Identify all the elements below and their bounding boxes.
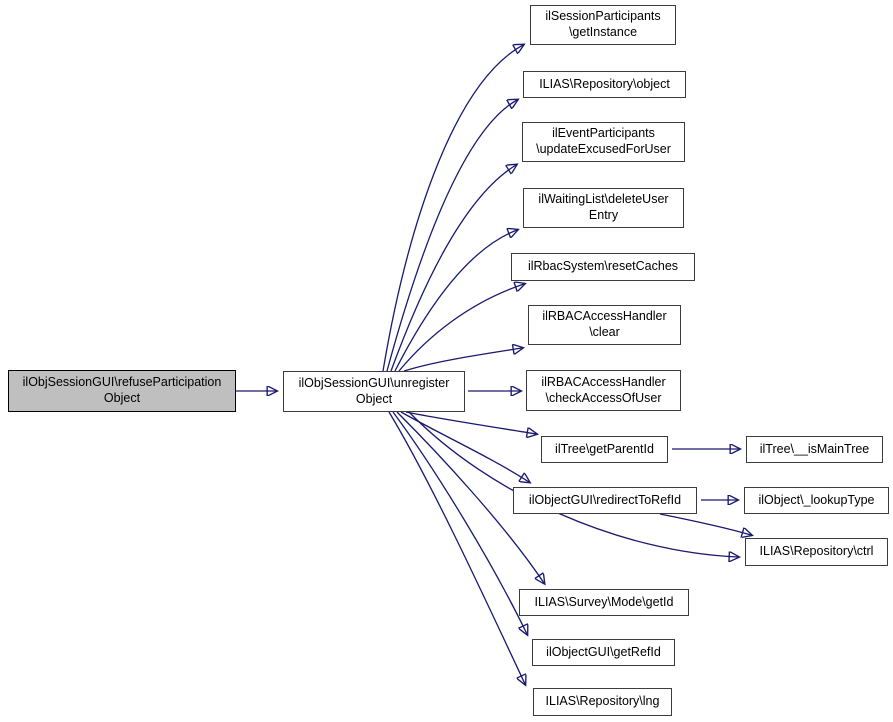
edge-unregister-to-getinstance: [382, 45, 523, 372]
edge-unregister-to-getparentid: [405, 411, 536, 434]
node-tree-getparentid[interactable]: ilTree\getParentId: [541, 436, 668, 463]
node-tree-ismaintree[interactable]: ilTree\__isMainTree: [746, 436, 883, 463]
edge-unregister-to-ctrl: [408, 411, 738, 557]
edge-redirect-to-ctrl: [659, 513, 751, 535]
edge-unregister-to-deleteuserentry: [394, 230, 517, 372]
node-refuse-participation-object: ilObjSessionGUI\refuseParticipation Obje…: [8, 370, 236, 412]
node-sessionparticipants-getinstance[interactable]: ilSessionParticipants \getInstance: [530, 5, 676, 45]
node-repository-object[interactable]: ILIAS\Repository\object: [523, 71, 686, 98]
edge-unregister-to-updateexcused: [390, 165, 516, 372]
node-objectgui-redirecttorefid[interactable]: ilObjectGUI\redirectToRefId: [513, 487, 697, 514]
edge-unregister-to-redirecttorefid: [400, 411, 529, 482]
node-repository-lng[interactable]: ILIAS\Repository\lng: [533, 688, 672, 716]
node-rbacsystem-resetcaches[interactable]: ilRbacSystem\resetCaches: [511, 253, 695, 281]
edge-unregister-to-clear: [403, 348, 522, 372]
node-repository-ctrl[interactable]: ILIAS\Repository\ctrl: [745, 538, 888, 566]
edge-unregister-to-repositoryobject: [386, 100, 517, 372]
edge-unregister-to-lng: [388, 411, 525, 684]
node-eventparticipants-updateexcusedforuser[interactable]: ilEventParticipants \updateExcusedForUse…: [522, 122, 685, 162]
edge-unregister-to-resetcaches: [398, 284, 524, 372]
node-object-lookuptype[interactable]: ilObject\_lookupType: [744, 487, 889, 514]
edge-unregister-to-surveygetid: [396, 411, 544, 583]
node-rbacaccesshandler-checkaccessofuser[interactable]: ilRBACAccessHandler \checkAccessOfUser: [526, 370, 681, 411]
node-survey-mode-getid[interactable]: ILIAS\Survey\Mode\getId: [519, 589, 689, 616]
node-waitinglist-deleteuserentry[interactable]: ilWaitingList\deleteUser Entry: [523, 188, 684, 228]
node-objectgui-getrefid[interactable]: ilObjectGUI\getRefId: [532, 639, 675, 666]
node-rbacaccesshandler-clear[interactable]: ilRBACAccessHandler \clear: [528, 305, 681, 345]
edge-unregister-to-getrefid: [392, 411, 527, 634]
node-unregister-object[interactable]: ilObjSessionGUI\unregister Object: [283, 371, 465, 412]
